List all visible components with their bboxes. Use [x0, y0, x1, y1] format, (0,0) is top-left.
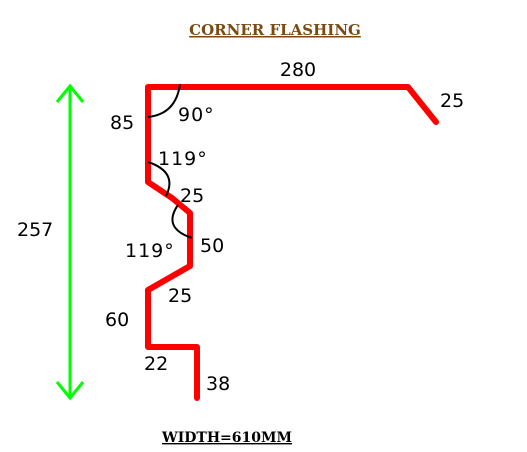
- flashing-profile: [145, 84, 439, 401]
- angle-lower-label: 119°: [125, 240, 175, 262]
- angle-top-label: 90°: [178, 104, 215, 126]
- angle-arc-top: [147, 83, 181, 118]
- dim-lip: 25: [440, 90, 464, 112]
- height-dimension-arrow: [55, 83, 85, 401]
- dim-end-drop: 38: [206, 373, 230, 395]
- dim-diag-2: 25: [168, 285, 192, 307]
- angle-arc-upper: [147, 161, 171, 197]
- angle-upper-label: 119°: [158, 148, 208, 170]
- diagram-title: CORNER FLASHING: [189, 21, 361, 39]
- dim-top-length: 280: [280, 59, 316, 81]
- dim-vertical-short: 50: [200, 235, 224, 257]
- angle-arc-lower: [171, 204, 193, 239]
- dim-overall-height: 257: [17, 219, 53, 241]
- dim-bottom-step: 22: [144, 353, 168, 375]
- width-note: WIDTH=610MM: [161, 430, 292, 446]
- dim-vertical-lower: 60: [105, 309, 129, 331]
- dim-left-drop: 85: [110, 112, 134, 134]
- dim-diag-1: 25: [180, 185, 204, 207]
